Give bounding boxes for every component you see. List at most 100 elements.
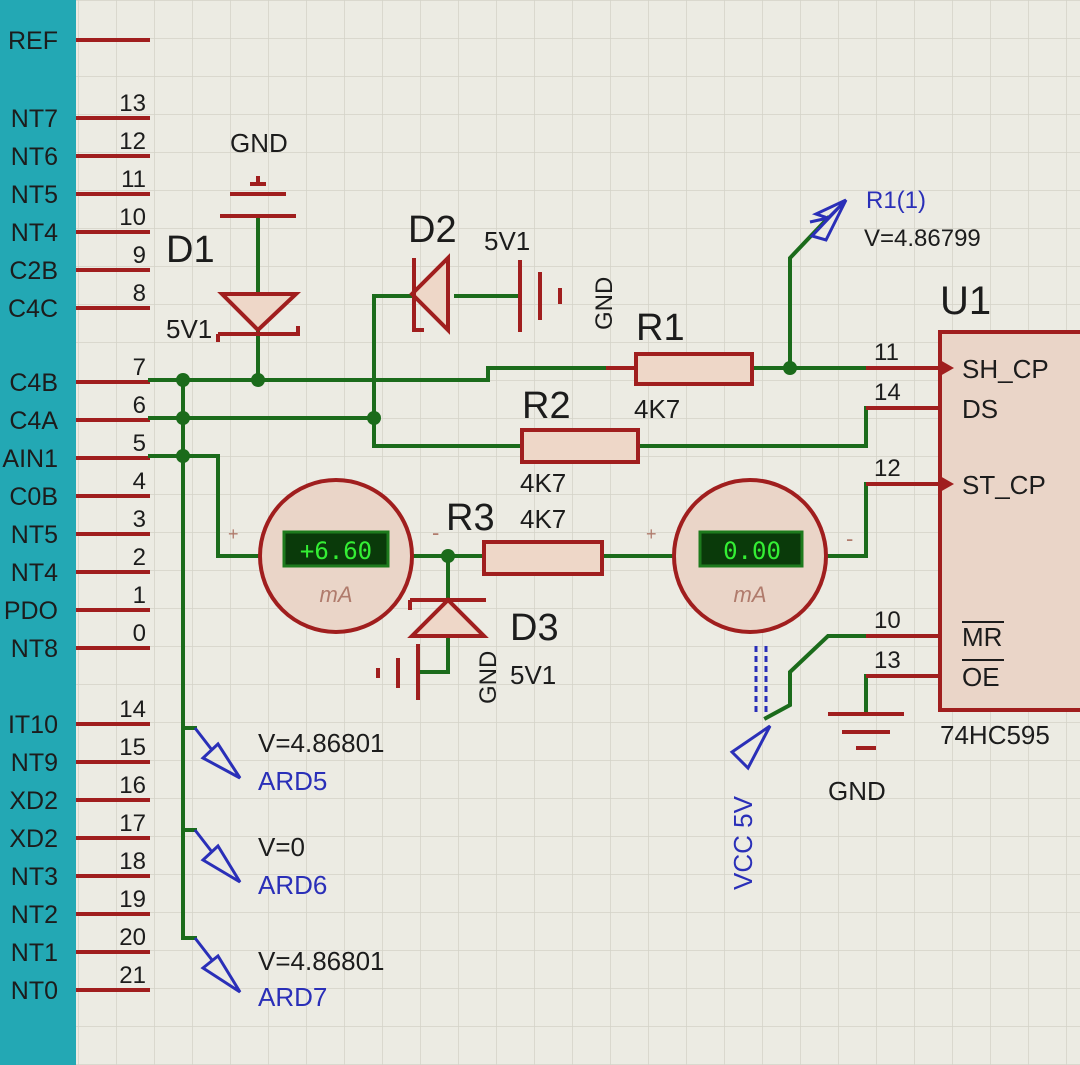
probe-r1[interactable]: R1(1) V=4.86799 xyxy=(809,187,981,252)
mcu-pin-label: XD2 xyxy=(9,825,58,853)
junction-dot xyxy=(176,373,190,387)
mcu-pin-number: 15 xyxy=(119,734,146,761)
u1-pin-name-sh-cp: SH_CP xyxy=(962,354,1049,384)
u1-part-number: 74HC595 xyxy=(940,720,1050,750)
vcc-dashed-line xyxy=(754,646,768,712)
d2-gnd-label: GND xyxy=(591,277,618,330)
zener-bar xyxy=(216,326,300,342)
resistor-r2[interactable]: R2 4K7 xyxy=(520,385,640,498)
r2-value: 4K7 xyxy=(520,468,566,498)
mcu-pin-label: C0B xyxy=(9,483,58,511)
r1-body xyxy=(634,352,754,386)
d1-gnd-label: GND xyxy=(230,128,288,158)
mcu-pin-label: C2B xyxy=(9,257,58,285)
mcu-pin-number: 16 xyxy=(119,772,146,799)
probe-arrow-icon xyxy=(809,198,848,242)
mcu-body xyxy=(0,0,76,1065)
r3-body xyxy=(482,540,604,576)
u1-body xyxy=(938,330,1080,712)
meter2-minus: - xyxy=(846,526,853,551)
mcu-pin-label: NT5 xyxy=(11,181,58,209)
meter1-display: +6.60 xyxy=(300,537,372,565)
meter2-unit: mA xyxy=(734,582,767,607)
mcu-pin-label: NT6 xyxy=(11,143,58,171)
junction-dot xyxy=(176,411,190,425)
probe-arrow-icon xyxy=(193,829,242,884)
mcu-pin-label: AIN1 xyxy=(2,445,58,473)
probe-ard5[interactable]: V=4.86801 ARD5 xyxy=(193,727,385,796)
r1-value: 4K7 xyxy=(634,394,680,424)
d1-value: 5V1 xyxy=(166,314,212,344)
probe-ard6-reading: V=0 xyxy=(258,832,305,862)
d3-value: 5V1 xyxy=(510,660,556,690)
d1-ref: D1 xyxy=(166,229,215,271)
mcu-pin-number: 2 xyxy=(133,544,146,571)
ammeter-1[interactable]: + +6.60 mA - xyxy=(228,478,439,634)
u1-pin-num-sh-cp: 11 xyxy=(874,339,899,366)
mcu-pin-number: 9 xyxy=(133,242,146,269)
mcu-pin-labels: REFNT7NT6NT5NT4C2BC4CC4BC4AAIN1C0BNT5NT4… xyxy=(2,27,58,1005)
u1-pin-num-st-cp: 12 xyxy=(874,455,901,482)
mcu-pin-number: 14 xyxy=(119,696,146,723)
mcu-pin-label: NT7 xyxy=(11,105,58,133)
mcu-pin-label: NT5 xyxy=(11,521,58,549)
clock-marker-icon xyxy=(940,476,954,492)
ic-u1[interactable]: U1 11 SH_CP 14 DS 12 ST_CP 10 MR 13 OE 7… xyxy=(828,279,1080,806)
mcu-pin-number: 7 xyxy=(133,354,146,381)
mcu-pin-number: 12 xyxy=(119,128,146,155)
u1-pin-name-ds: DS xyxy=(962,394,998,424)
mcu-pin-number: 1 xyxy=(133,582,146,609)
probe-ard6[interactable]: V=0 ARD6 xyxy=(193,829,327,900)
mcu-pin-number: 4 xyxy=(133,468,146,495)
vcc-terminal[interactable]: VCC 5V xyxy=(728,646,772,890)
probe-arrow-icon xyxy=(193,727,242,780)
mcu-pin-number: 0 xyxy=(133,620,146,647)
zener-triangle xyxy=(217,292,302,333)
mcu-pin-number: 17 xyxy=(119,810,146,837)
ammeter-2[interactable]: + 0.00 mA - xyxy=(646,478,853,634)
junction-dot xyxy=(783,361,797,375)
mcu-pin-label: NT9 xyxy=(11,749,58,777)
mcu-pin-number: 5 xyxy=(133,430,146,457)
ground-symbol xyxy=(828,712,904,750)
junctions xyxy=(176,361,797,563)
mcu-pin-label: NT2 xyxy=(11,901,58,929)
u1-pin-num-oe: 13 xyxy=(874,647,901,674)
resistor-r3[interactable]: R3 4K7 xyxy=(446,497,604,576)
mcu-pin-label: C4C xyxy=(8,295,58,323)
resistor-r1[interactable]: R1 4K7 xyxy=(606,307,754,424)
probe-ard6-name: ARD6 xyxy=(258,870,327,900)
ground-symbol xyxy=(376,644,420,700)
ground-symbol xyxy=(518,260,562,332)
u1-pin-num-mr: 10 xyxy=(874,607,901,634)
mcu-pin-label: C4B xyxy=(9,369,58,397)
mcu-pin-number: 10 xyxy=(119,204,146,231)
clock-marker-icon xyxy=(940,360,954,376)
vcc-arrow-icon xyxy=(729,724,772,771)
u1-pin-name-mr: MR xyxy=(962,622,1002,652)
diode-d2[interactable]: D2 5V1 GND xyxy=(408,209,618,335)
zener-bar xyxy=(408,598,486,610)
mcu-pin-label: NT0 xyxy=(11,977,58,1005)
mcu-pin-label: NT4 xyxy=(11,219,58,247)
microcontroller[interactable]: REFNT7NT6NT5NT4C2BC4CC4BC4AAIN1C0BNT5NT4… xyxy=(0,0,150,1065)
mcu-pin-label: C4A xyxy=(9,407,58,435)
probe-r1-name: R1(1) xyxy=(866,187,926,214)
mcu-pin-label: NT3 xyxy=(11,863,58,891)
mcu-pin-number: 8 xyxy=(133,280,146,307)
diode-d3[interactable]: D3 5V1 GND xyxy=(376,597,559,704)
mcu-pin-label: IT10 xyxy=(8,711,58,739)
diode-d1[interactable]: GND D1 5V1 xyxy=(166,128,302,344)
zener-bar xyxy=(412,258,424,332)
probe-ard7[interactable]: V=4.86801 ARD7 xyxy=(193,937,385,1012)
u1-pin-name-oe: OE xyxy=(962,662,1000,692)
meter2-lcd xyxy=(698,530,804,568)
probe-arrow-icon xyxy=(193,937,242,994)
mcu-pin-number: 3 xyxy=(133,506,146,533)
junction-dot xyxy=(251,373,265,387)
junction-dot xyxy=(441,549,455,563)
mcu-pin-number: 20 xyxy=(119,924,146,951)
mcu-pin-label: NT1 xyxy=(11,939,58,967)
